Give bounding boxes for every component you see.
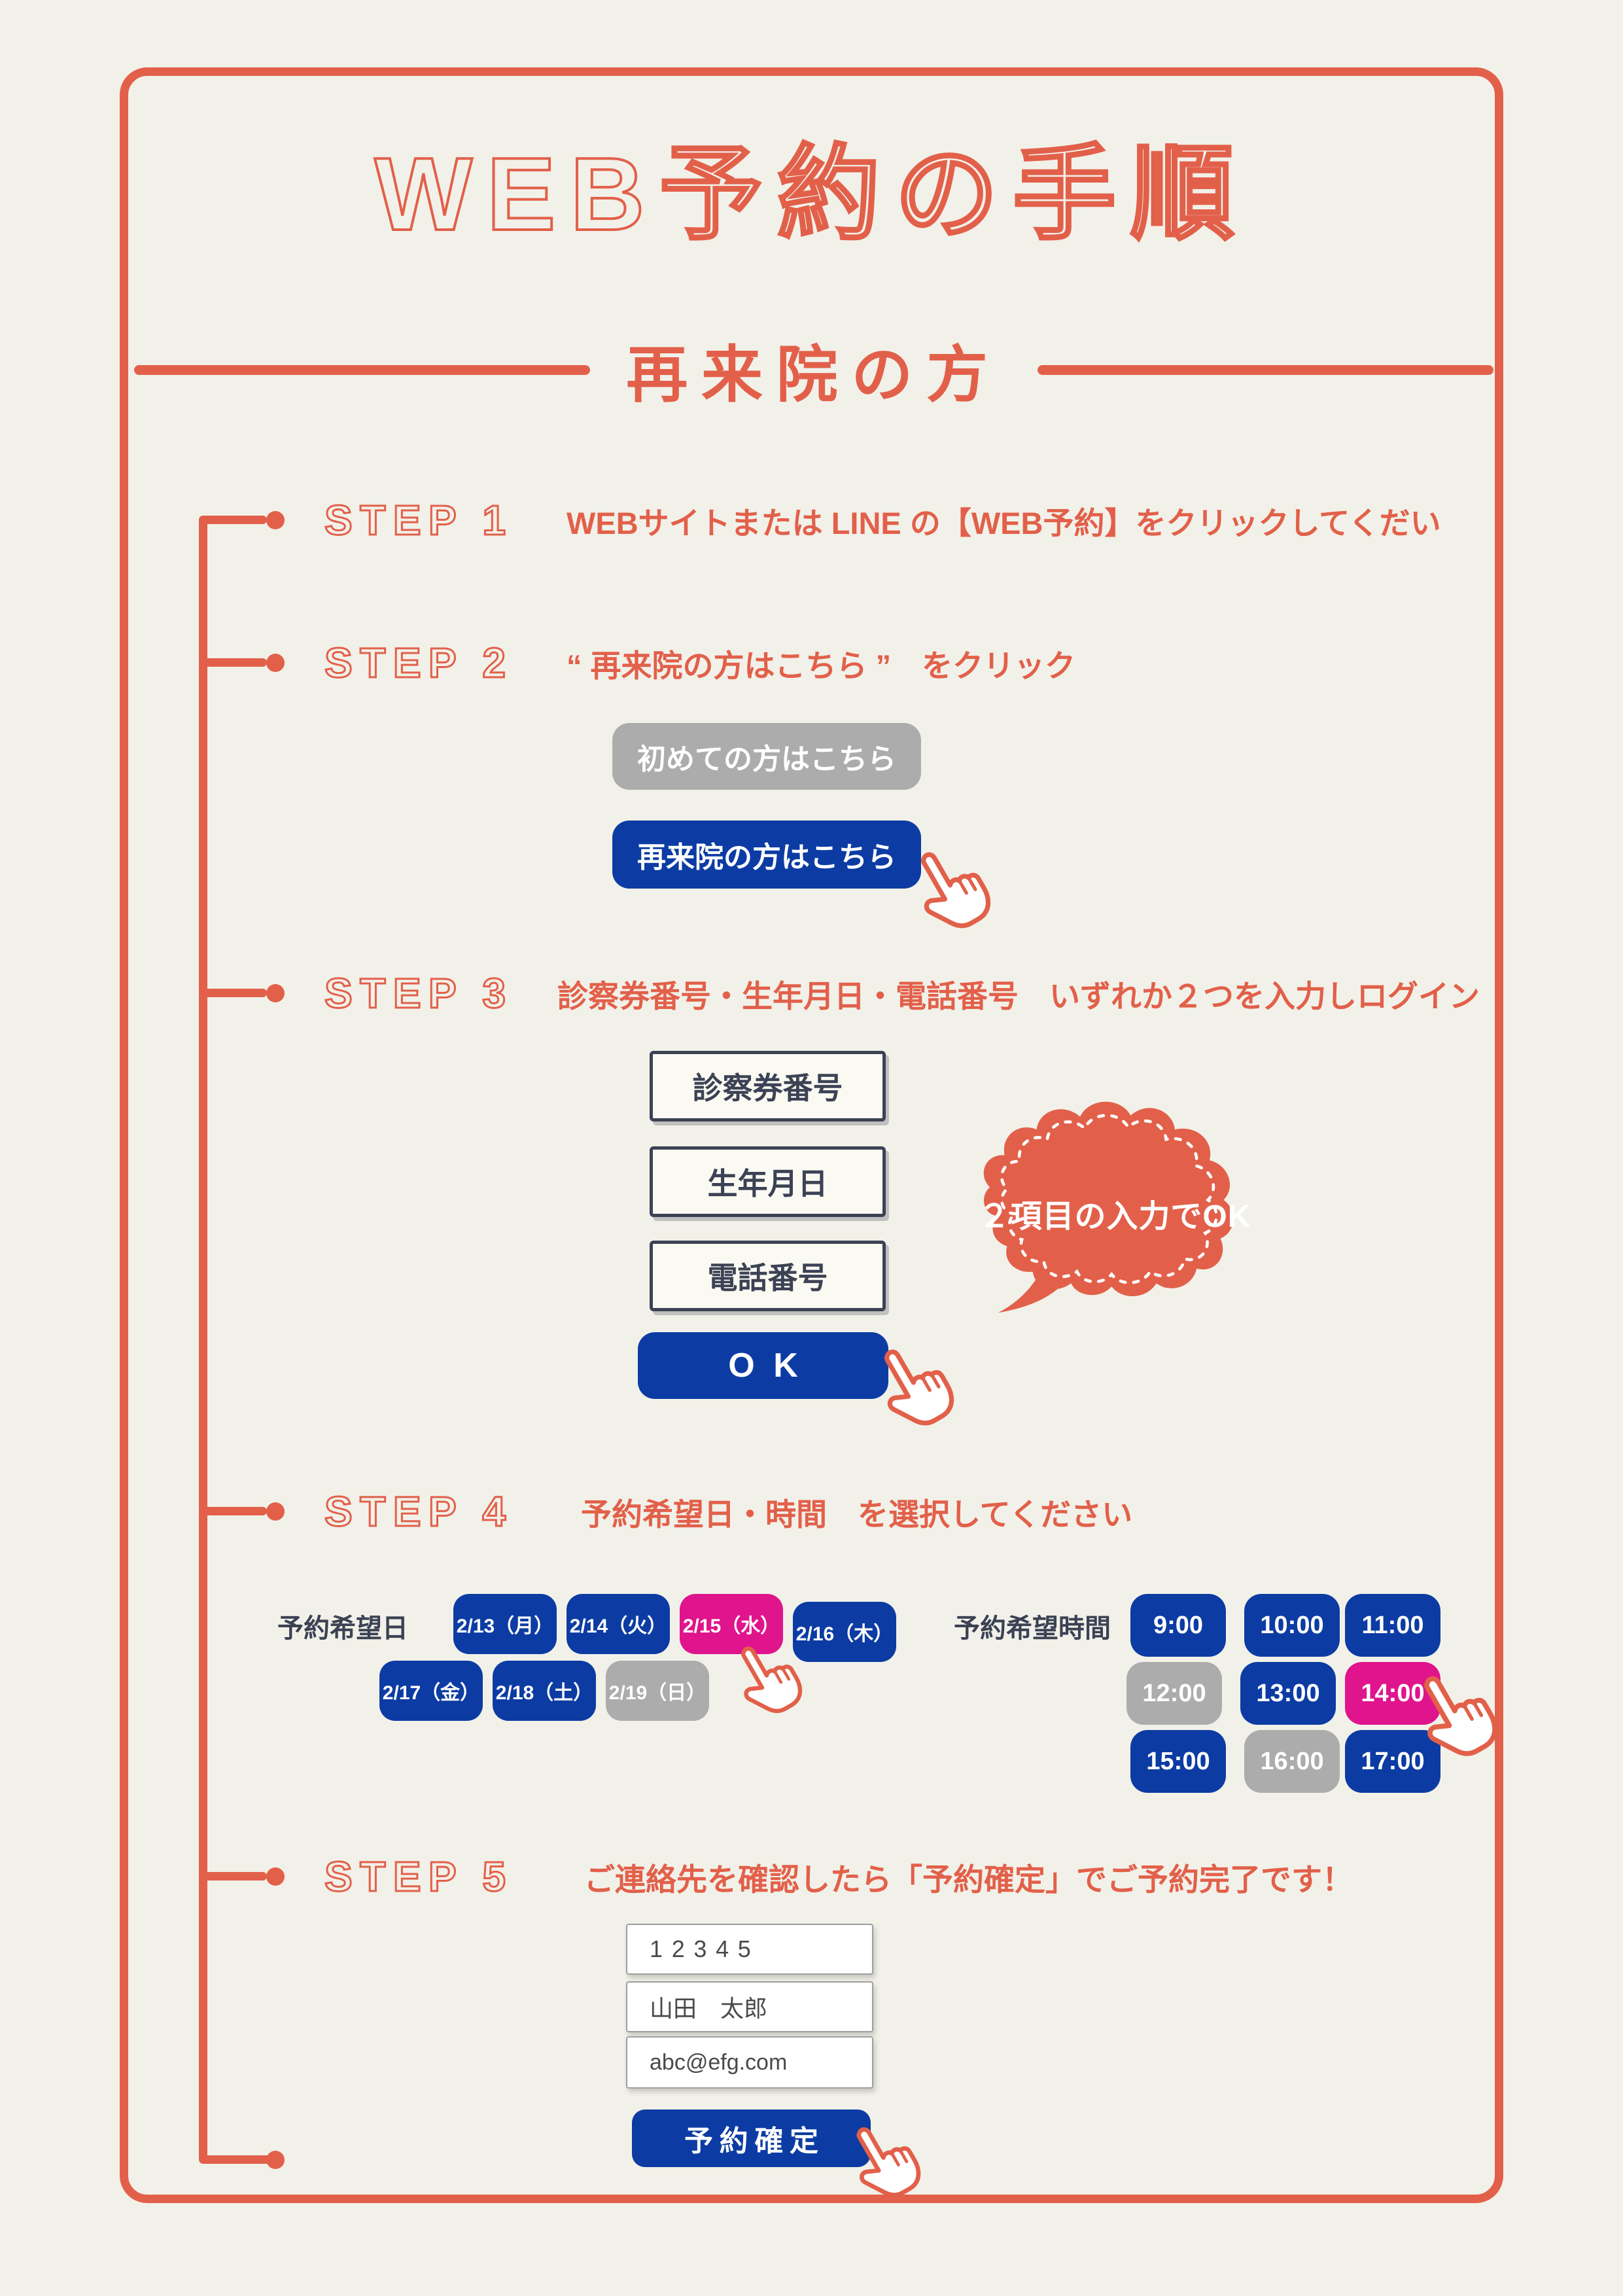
timeline-line <box>199 516 207 2164</box>
hand-cursor-icon <box>895 832 1006 949</box>
first-visit-button[interactable]: 初めての方はこちら <box>612 723 921 790</box>
timeline-dot-5 <box>266 1867 285 1886</box>
date-option[interactable]: 2/14（火） <box>567 1594 670 1654</box>
hand-cursor-icon <box>858 1330 969 1447</box>
email-field[interactable]: abc@efg.com <box>626 2036 873 2089</box>
note-bubble: ２項目の入力でOK <box>954 1078 1276 1322</box>
time-option[interactable]: 11:00 <box>1345 1594 1440 1657</box>
date-option[interactable]: 2/18（土） <box>493 1661 596 1721</box>
time-option[interactable]: 10:00 <box>1244 1594 1340 1657</box>
date-label: 予約希望日 <box>277 1614 408 1643</box>
time-option[interactable]: 15:00 <box>1130 1730 1226 1793</box>
time-option-disabled[interactable]: 16:00 <box>1244 1730 1340 1793</box>
subtitle-right-rule <box>1037 364 1493 375</box>
timeline-dot-end <box>266 2151 285 2169</box>
timeline-dot-1 <box>266 511 285 529</box>
step1-label: STEP 1 <box>324 496 514 545</box>
subtitle-text: 再来院の方 <box>626 340 1002 409</box>
confirm-reservation-button[interactable]: 予約確定 <box>632 2110 871 2167</box>
revisit-button[interactable]: 再来院の方はこちら <box>612 821 921 889</box>
name-field[interactable]: 山田 太郎 <box>626 1981 873 2032</box>
timeline-dot-3 <box>266 984 285 1002</box>
date-option[interactable]: 2/16（木） <box>793 1602 896 1662</box>
hand-cursor-icon <box>718 1629 816 1732</box>
timeline-branch-3 <box>199 989 267 997</box>
time-option[interactable]: 9:00 <box>1130 1594 1226 1657</box>
time-option[interactable]: 13:00 <box>1240 1662 1336 1725</box>
timeline-branch-end <box>199 2155 272 2164</box>
step2-label: STEP 2 <box>324 639 514 688</box>
card-number-box[interactable]: 診察券番号 <box>650 1051 886 1122</box>
timeline-branch-1 <box>199 516 267 524</box>
step3-label: STEP 3 <box>324 969 514 1018</box>
timeline-dot-2 <box>266 654 285 672</box>
hand-cursor-icon <box>832 2108 935 2218</box>
step5-description: ご連絡先を確認したら「予約確定」でご予約完了です！ <box>584 1862 1353 1897</box>
date-option-disabled[interactable]: 2/19（日） <box>606 1661 709 1721</box>
bubble-cloud <box>983 1101 1234 1297</box>
phone-number-box[interactable]: 電話番号 <box>650 1241 886 1311</box>
timeline-branch-4 <box>199 1507 267 1515</box>
step2-description: “ 再来院の方はこちら ” をクリック <box>567 648 1076 683</box>
border-frame <box>120 67 1503 2203</box>
timeline-branch-5 <box>199 1872 267 1881</box>
date-option-selected[interactable]: 2/15（水） <box>680 1594 783 1654</box>
bubble-note-text: ２項目の入力でOK <box>978 1199 1251 1235</box>
subtitle-left-rule <box>134 364 591 375</box>
step5-label: STEP 5 <box>324 1852 514 1901</box>
page-title: WEB予約の手順 <box>374 135 1249 253</box>
card-number-field[interactable]: 12345 <box>626 1924 873 1975</box>
time-option-disabled[interactable]: 12:00 <box>1126 1662 1222 1725</box>
step1-description: WEBサイトまたは LINE の【WEB予約】をクリックしてくだい <box>567 505 1441 540</box>
timeline-dot-4 <box>266 1502 285 1521</box>
subtitle: 再来院の方 <box>134 327 1493 412</box>
date-option[interactable]: 2/17（金） <box>379 1661 483 1721</box>
step4-label: STEP 4 <box>324 1487 514 1536</box>
birthdate-box[interactable]: 生年月日 <box>650 1146 886 1217</box>
timeline-branch-2 <box>199 658 267 667</box>
ok-button[interactable]: OK <box>638 1332 888 1399</box>
time-option-selected[interactable]: 14:00 <box>1345 1662 1440 1725</box>
time-option[interactable]: 17:00 <box>1345 1730 1440 1793</box>
hand-cursor-icon <box>1397 1655 1514 1779</box>
step4-description: 予約希望日・時間 を選択してください <box>581 1496 1133 1532</box>
step3-description: 診察券番号・生年月日・電話番号 いずれか２つを入力しログイン <box>557 978 1480 1014</box>
date-option[interactable]: 2/13（月） <box>453 1594 557 1654</box>
time-label: 予約希望時間 <box>954 1614 1111 1643</box>
